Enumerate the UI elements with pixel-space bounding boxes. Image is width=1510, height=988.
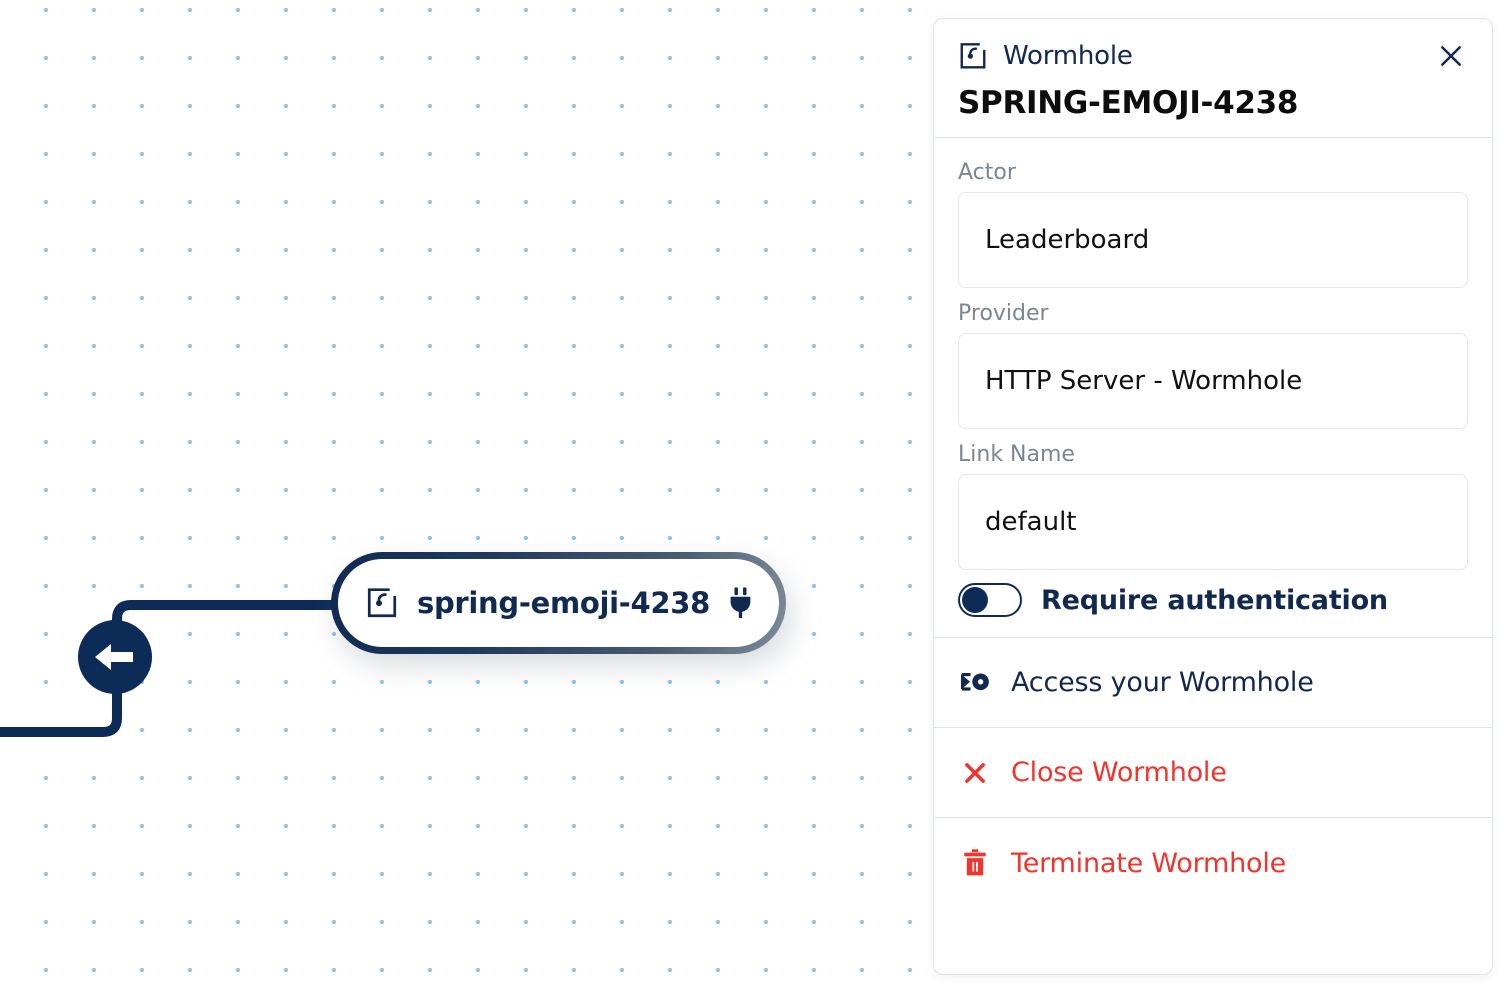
edge-connector [0,600,345,737]
require-auth-label: Require authentication [1041,584,1388,616]
flow-canvas[interactable]: spring-emoji-4238 [0,0,930,988]
panel-form: Actor Leaderboard Provider HTTP Server -… [934,138,1492,638]
node-label: spring-emoji-4238 [417,586,711,620]
action-label: Terminate Wormhole [1011,847,1287,879]
provider-field[interactable]: HTTP Server - Wormhole [958,333,1468,429]
require-auth-toggle[interactable] [958,583,1022,617]
page-title: SPRING-EMOJI-4238 [958,85,1299,121]
link-name-field[interactable]: default [958,474,1468,570]
panel-kind-label: Wormhole [1003,41,1133,71]
link-name-label: Link Name [958,442,1075,467]
panel-header: Wormhole SPRING-EMOJI-4238 [934,19,1492,138]
edge-direction-handle[interactable] [78,620,152,694]
wormhole-node[interactable]: spring-emoji-4238 [331,552,786,654]
require-auth-row[interactable]: Require authentication [958,583,1468,617]
close-icon [1441,46,1461,66]
panel-close-button[interactable] [1434,39,1468,73]
wormhole-icon [367,588,397,618]
toggle-knob [962,587,988,613]
arrow-left-icon [95,644,133,670]
trash-icon [958,848,992,878]
action-access-wormhole[interactable]: Access your Wormhole [934,638,1492,728]
action-label: Access your Wormhole [1011,667,1314,698]
wormhole-icon [960,43,986,69]
actor-label: Actor [958,160,1016,185]
actor-field[interactable]: Leaderboard [958,192,1468,288]
link-plug-icon [958,672,992,694]
action-terminate-wormhole[interactable]: Terminate Wormhole [934,818,1492,908]
close-icon [958,760,992,786]
wormhole-details-panel: Wormhole SPRING-EMOJI-4238 Actor Leaderb… [933,18,1493,975]
action-label: Close Wormhole [1011,757,1227,788]
plug-icon [730,587,751,619]
action-close-wormhole[interactable]: Close Wormhole [934,728,1492,818]
provider-label: Provider [958,301,1049,326]
